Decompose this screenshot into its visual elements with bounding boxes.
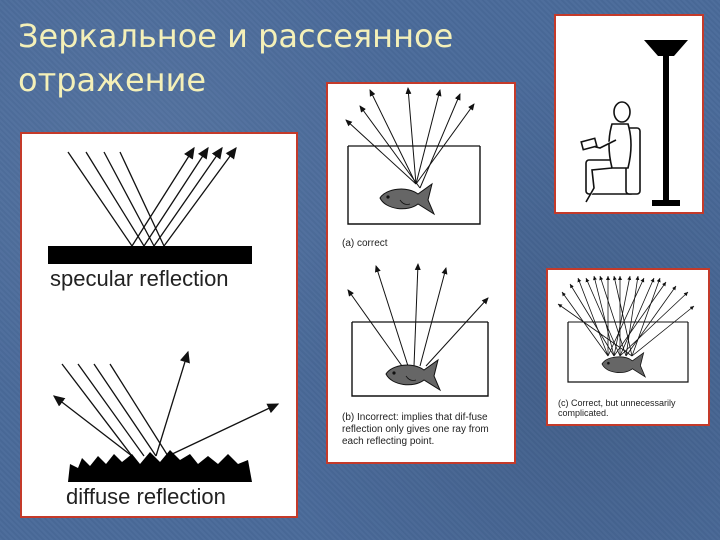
- reflection-diagram: [48, 146, 280, 482]
- diffuse-rays: [52, 350, 280, 457]
- smooth-surface: [48, 246, 252, 264]
- lamp-pole: [663, 56, 669, 204]
- slide-title: Зеркальное и рассеянное отражение: [18, 17, 454, 99]
- fish-tank-figure: (a) correct (b) Incorrect: implies that …: [326, 82, 516, 464]
- fish-b: [385, 359, 441, 391]
- specular-label: specular reflection: [50, 266, 229, 291]
- fish-complex-diagram: [557, 275, 695, 383]
- specular-diffuse-figure: specular reflection diffuse reflection: [20, 132, 298, 518]
- fish-tank-diagram: [345, 87, 489, 397]
- specular-rays: [67, 146, 237, 247]
- reading-lamp-figure: [554, 14, 704, 214]
- tank-b: [351, 322, 489, 397]
- rough-surface: [68, 450, 252, 482]
- rays-a: [345, 87, 475, 189]
- reading-lamp-illustration: [580, 40, 688, 206]
- fish-complex-figure: (c) Correct, but unnecessarily complicat…: [546, 268, 710, 426]
- caption-c: (c) Correct, but unnecessarily complicat…: [558, 398, 676, 418]
- rays-c: [557, 275, 695, 357]
- reader-person: [580, 101, 641, 203]
- fish-c: [601, 351, 647, 378]
- fish-a: [379, 183, 435, 215]
- lamp-shade: [644, 40, 688, 56]
- diffuse-label: diffuse reflection: [66, 484, 226, 509]
- caption-b: (b) Incorrect: implies that dif-fuse ref…: [342, 412, 489, 447]
- caption-a: (a) correct: [342, 238, 388, 249]
- tank-a: [347, 146, 481, 225]
- rays-b: [347, 263, 489, 367]
- tank-c: [567, 322, 689, 383]
